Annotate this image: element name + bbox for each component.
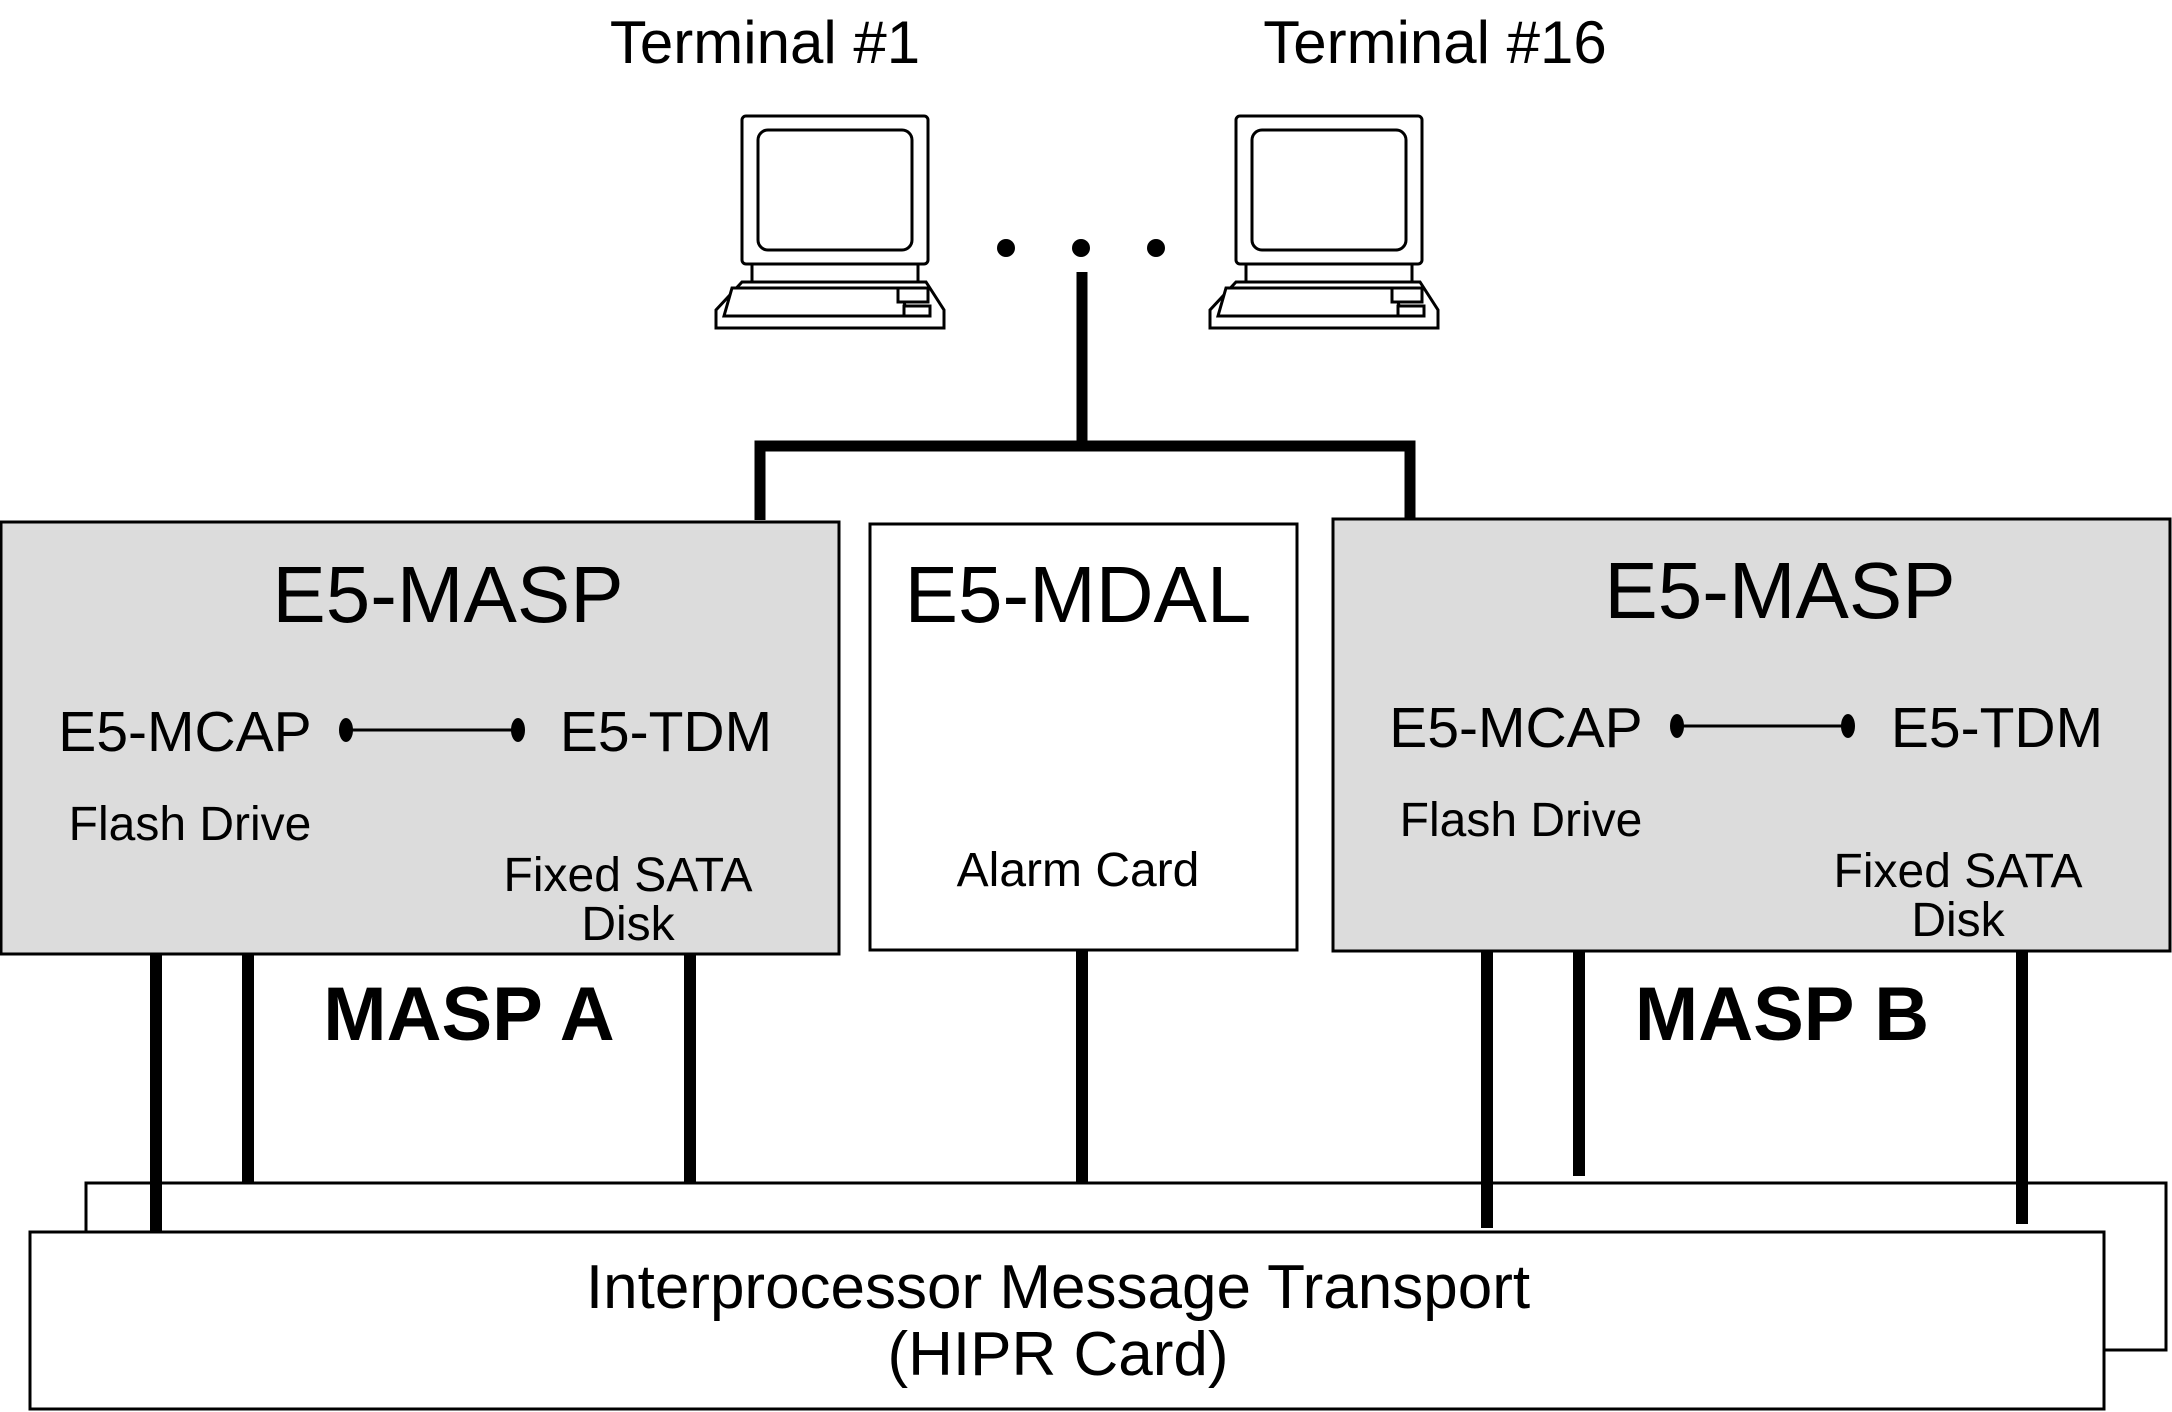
masp-a-tdm: E5-TDM	[560, 700, 772, 764]
masp-a-flash: Flash Drive	[69, 798, 312, 851]
masp-b-box: E5-MASP E5-MCAP E5-TDM Flash Drive Fixed…	[1331, 517, 2172, 953]
masp-a-sata-line2: Disk	[581, 898, 675, 951]
masp-a-mcap: E5-MCAP	[58, 700, 311, 764]
masp-b-sata-line2: Disk	[1911, 894, 2005, 947]
masp-a-caption: MASP A	[323, 972, 614, 1057]
terminal-16-label: Terminal #16	[1263, 9, 1607, 76]
masp-b-link	[1670, 714, 1855, 738]
hipr-card: Interprocessor Message Transport (HIPR C…	[28, 1230, 2106, 1411]
masp-b-sata-line1: Fixed SATA	[1834, 845, 2083, 898]
mdal-box: E5-MDAL Alarm Card	[868, 522, 1299, 952]
terminal-16-icon	[1208, 114, 1440, 330]
masp-b-caption: MASP B	[1635, 972, 1929, 1057]
terminal-1-label: Terminal #1	[610, 9, 920, 76]
ellipsis-dots	[997, 239, 1165, 257]
mdal-title: E5-MDAL	[905, 550, 1252, 639]
masp-a-title: E5-MASP	[272, 550, 623, 639]
mdal-alarm-label: Alarm Card	[957, 844, 1200, 897]
terminal-1-icon	[714, 114, 946, 330]
transport-title: Interprocessor Message Transport	[586, 1253, 1530, 1322]
transport-subtitle: (HIPR Card)	[887, 1320, 1228, 1389]
masp-b-flash: Flash Drive	[1400, 794, 1643, 847]
masp-b-mcap: E5-MCAP	[1389, 696, 1642, 760]
hipr-links	[150, 948, 2028, 1232]
masp-a-sata-line1: Fixed SATA	[504, 849, 753, 902]
masp-a-link	[339, 718, 525, 742]
terminal-bus	[754, 272, 1416, 520]
masp-b-title: E5-MASP	[1604, 546, 1955, 635]
masp-b-tdm: E5-TDM	[1891, 696, 2103, 760]
masp-a-box: E5-MASP E5-MCAP E5-TDM Flash Drive Fixed…	[0, 520, 841, 956]
